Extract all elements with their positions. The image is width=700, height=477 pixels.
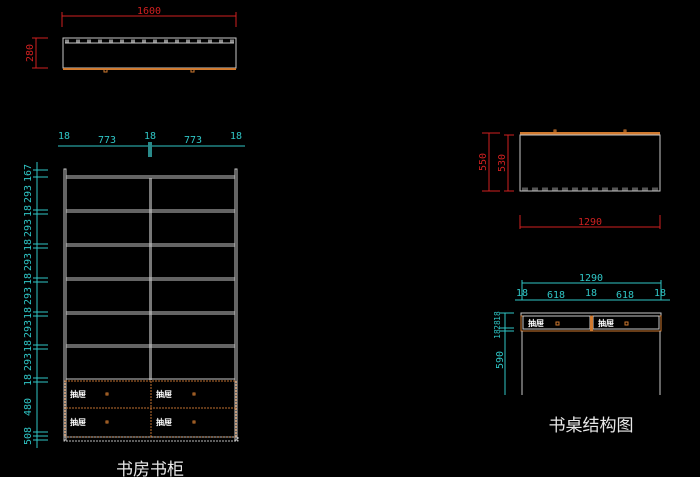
bookcase-plan-view: 1600 280 xyxy=(25,6,237,73)
dim-label: 293 xyxy=(23,219,34,237)
dim-label: 293 xyxy=(23,287,34,305)
dim-label: 773 xyxy=(184,135,202,146)
dim-label: 480 xyxy=(23,398,34,416)
drawer-label: 抽屉 xyxy=(156,417,172,427)
dim-label: 18 xyxy=(23,273,34,285)
drawer-label: 抽屉 xyxy=(528,318,544,328)
bookcase-front-view: 抽屉 抽屉 抽屉 抽屉 xyxy=(63,168,239,442)
dim-label: 293 xyxy=(23,320,34,338)
dim-label: 28 xyxy=(493,320,502,330)
dim-label: 18 xyxy=(516,288,528,299)
dim-label: 18 xyxy=(493,329,502,339)
desk-front-dimensions: 1290 18 618 18 618 18 18 28 18 590 xyxy=(493,273,670,395)
dim-label: 18 xyxy=(58,131,70,142)
dim-label: 18 xyxy=(144,131,156,142)
desk-front-total: 1290 xyxy=(579,273,603,284)
plan-depth-label: 280 xyxy=(25,44,36,62)
dim-label: 18 xyxy=(585,288,597,299)
drawer-handle-icon xyxy=(624,321,629,326)
dim-label: 618 xyxy=(547,290,565,301)
drawer-label: 抽屉 xyxy=(70,389,86,399)
dim-label: 18 xyxy=(230,131,242,142)
dim-label: 18 xyxy=(23,374,34,386)
drawer-label: 抽屉 xyxy=(156,389,172,399)
desk-title: 书桌结构图 xyxy=(549,416,634,436)
desk-depth-inner: 530 xyxy=(497,154,508,172)
dim-label: 293 xyxy=(23,253,34,271)
bookcase-title: 书房书柜 xyxy=(116,460,184,477)
bookcase-width-dimensions: 18 773 18 773 18 xyxy=(58,131,245,157)
bookcase-height-dimensions: 167 293 18 293 18 293 18 293 18 293 18 2… xyxy=(23,162,48,448)
dim-label: 773 xyxy=(98,135,116,146)
drawer-handle-icon xyxy=(555,321,560,326)
desk-plan-width: 1290 xyxy=(578,217,602,228)
dim-label: 293 xyxy=(23,353,34,371)
plan-width-label: 1600 xyxy=(137,6,161,17)
drawer-handle-icon xyxy=(105,420,109,424)
dim-label: 18 xyxy=(493,311,502,321)
dim-label: 18 xyxy=(23,239,34,251)
dim-label: 18 xyxy=(23,205,34,217)
desk-plan-view: 550 530 1290 xyxy=(478,129,661,229)
dim-label: 618 xyxy=(616,290,634,301)
dim-label: 167 xyxy=(23,164,34,182)
dim-label: 293 xyxy=(23,185,34,203)
dim-label: 508 xyxy=(23,427,34,445)
drawer-handle-icon xyxy=(192,392,196,396)
dim-label: 18 xyxy=(23,307,34,319)
desk-depth-outer: 550 xyxy=(478,153,489,171)
dim-label: 18 xyxy=(654,288,666,299)
drawer-handle-icon xyxy=(105,392,109,396)
desk-front-view: 抽屉 抽屉 xyxy=(520,312,662,395)
drawer-label: 抽屉 xyxy=(70,417,86,427)
drawer-label: 抽屉 xyxy=(598,318,614,328)
dim-label: 18 xyxy=(23,340,34,352)
dim-label: 590 xyxy=(495,351,506,369)
drawer-handle-icon xyxy=(192,420,196,424)
